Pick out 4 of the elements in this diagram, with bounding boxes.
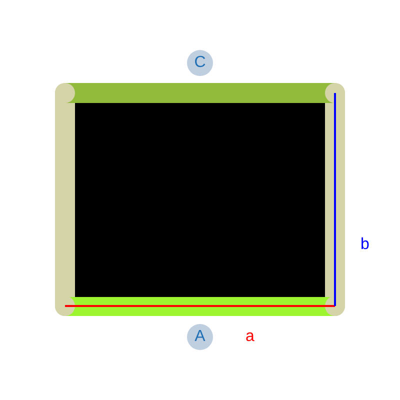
side-marker-circle: A: [187, 324, 213, 350]
dimension-label: b: [360, 236, 370, 254]
side-marker-circle: C: [187, 50, 213, 76]
dimension-label: a: [246, 328, 254, 346]
